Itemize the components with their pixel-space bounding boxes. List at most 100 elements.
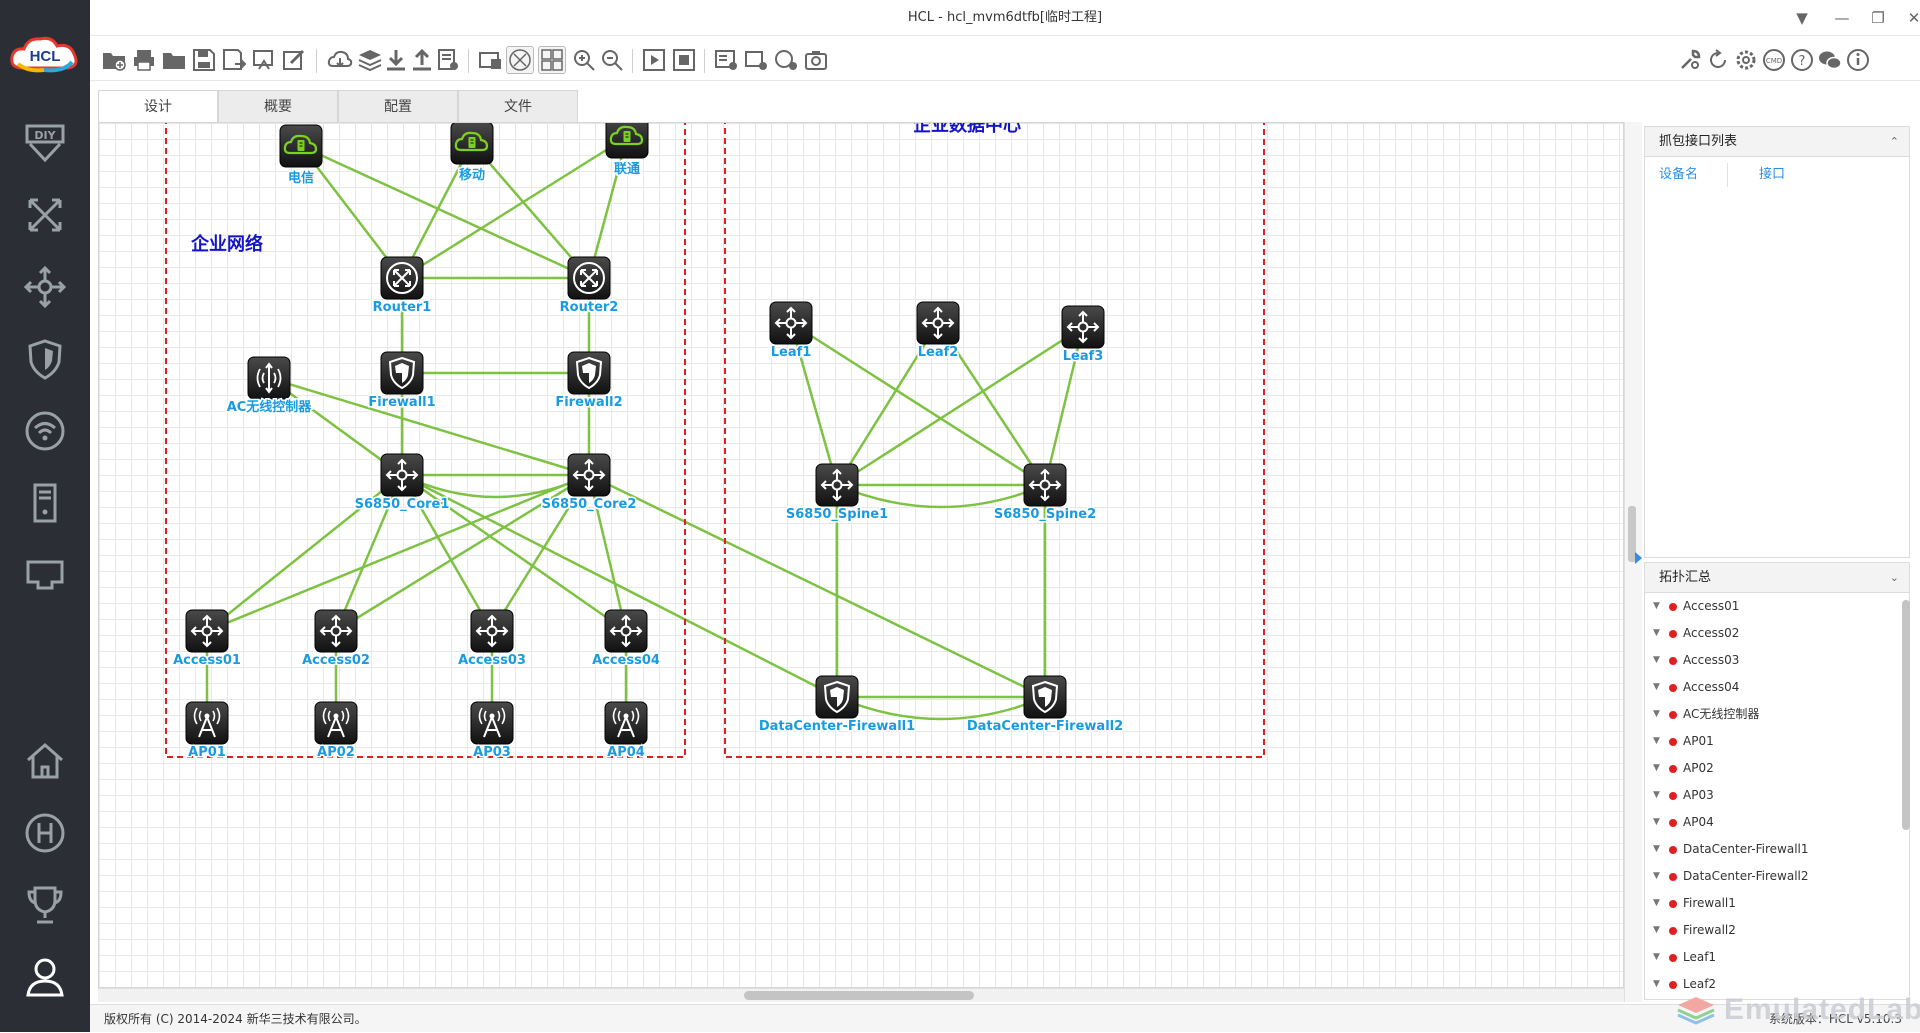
expand-chevron-icon[interactable]: ▼ — [1653, 709, 1660, 719]
settings-button[interactable] — [1732, 46, 1760, 74]
wechat-button[interactable] — [1816, 46, 1844, 74]
link-S6850_Core1-DataCenter-Firewall1[interactable] — [401, 473, 838, 699]
user-account-button[interactable] — [17, 949, 73, 1005]
expand-chevron-icon[interactable]: ▼ — [1653, 817, 1660, 827]
h3c-community-button[interactable] — [17, 805, 73, 861]
firewall-category-button[interactable] — [17, 331, 73, 387]
tools-button[interactable] — [1676, 46, 1704, 74]
summary-item[interactable]: ▼AP02 — [1645, 755, 1909, 782]
expand-chevron-icon[interactable]: ▼ — [1653, 952, 1660, 962]
stop-all-button[interactable] — [670, 46, 698, 74]
col-device-name[interactable]: 设备名 — [1659, 167, 1699, 182]
device-s6850-spine1[interactable]: S6850_Spine1 — [784, 463, 890, 524]
switch-category-button[interactable] — [17, 259, 73, 315]
minimize-button[interactable]: — — [1830, 6, 1854, 30]
expand-chevron-icon[interactable]: ▼ — [1653, 844, 1660, 854]
edit-button[interactable] — [280, 46, 308, 74]
link-S6850_Spine1-S6850_Spine2-curve[interactable] — [836, 483, 1046, 509]
canvas-horizontal-scrollbar[interactable] — [98, 988, 1624, 1002]
cloud-import-button[interactable] — [326, 46, 354, 74]
device-datacenter-firewall1[interactable]: DataCenter-Firewall1 — [757, 675, 917, 736]
summary-item[interactable]: ▼Firewall2 — [1645, 917, 1909, 944]
region-label-1[interactable]: 企业网络 — [190, 233, 263, 255]
info-button[interactable] — [1844, 46, 1872, 74]
link-Leaf3-S6850_Spine2[interactable] — [1043, 326, 1085, 486]
topology-view-button[interactable] — [506, 46, 534, 74]
add-rectangle-button[interactable] — [742, 46, 770, 74]
expand-chevron-icon[interactable]: ▼ — [1653, 736, 1660, 746]
add-text-button[interactable] — [712, 46, 740, 74]
zoom-in-button[interactable] — [570, 46, 598, 74]
device-s6850-spine2[interactable]: S6850_Spine2 — [992, 463, 1098, 524]
link-DataCenter-Firewall1-DataCenter-Firewall2-curve[interactable] — [836, 695, 1046, 721]
server-category-button[interactable] — [17, 475, 73, 531]
region-box-1[interactable] — [165, 123, 686, 758]
expand-chevron-icon[interactable]: ▼ — [1653, 898, 1660, 908]
summary-item[interactable]: ▼Access03 — [1645, 647, 1909, 674]
help-button[interactable]: ? — [1788, 46, 1816, 74]
summary-vertical-scrollbar[interactable] — [1902, 600, 1910, 830]
expand-chevron-icon[interactable]: ▼ — [1653, 790, 1660, 800]
device-ap02[interactable]: AP02 — [314, 701, 358, 762]
expand-chevron-icon[interactable]: ▼ — [1653, 682, 1660, 692]
expand-chevron-icon[interactable]: ▼ — [1653, 763, 1660, 773]
achievement-button[interactable] — [17, 877, 73, 933]
summary-item[interactable]: ▼AP03 — [1645, 782, 1909, 809]
device-leaf2[interactable]: Leaf2 — [916, 301, 960, 362]
device-ap04[interactable]: AP04 — [604, 701, 648, 762]
splitter-grip[interactable] — [1628, 506, 1636, 562]
summary-item[interactable]: ▼AP04 — [1645, 809, 1909, 836]
terminal-category-button[interactable] — [17, 547, 73, 603]
summary-item[interactable]: ▼AP01 — [1645, 728, 1909, 755]
save-as-button[interactable] — [220, 46, 248, 74]
link-联通-Router1[interactable] — [401, 135, 628, 280]
device--[interactable]: 电信 — [279, 124, 323, 188]
expand-chevron-icon[interactable]: ▼ — [1653, 979, 1660, 989]
export-button[interactable] — [250, 46, 278, 74]
expand-arrow-icon[interactable] — [1635, 552, 1642, 564]
device--[interactable]: 联通 — [605, 123, 649, 179]
device-ap01[interactable]: AP01 — [185, 701, 229, 762]
col-interface[interactable]: 接口 — [1759, 167, 1786, 182]
home-button[interactable] — [17, 733, 73, 789]
summary-item[interactable]: ▼AC无线控制器 — [1645, 701, 1909, 728]
device-s6850-core2[interactable]: S6850_Core2 — [540, 453, 638, 514]
device-access01[interactable]: Access01 — [172, 609, 242, 670]
summary-item[interactable]: ▼Access01 — [1645, 593, 1909, 620]
layers-button[interactable] — [356, 46, 384, 74]
device-leaf1[interactable]: Leaf1 — [769, 301, 813, 362]
summary-item[interactable]: ▼DataCenter-Firewall2 — [1645, 863, 1909, 890]
link-S6850_Core2-Access02[interactable] — [335, 473, 590, 633]
restore-button[interactable]: ❐ — [1866, 6, 1890, 30]
link-S6850_Core2-Access03[interactable] — [490, 474, 591, 632]
diy-device-button[interactable]: DIY — [17, 115, 73, 171]
summary-item[interactable]: ▼Leaf2 — [1645, 971, 1909, 998]
summary-item[interactable]: ▼Firewall1 — [1645, 890, 1909, 917]
link-Leaf3-S6850_Spine1[interactable] — [836, 325, 1084, 487]
link-S6850_Core1-Access01[interactable] — [206, 474, 403, 632]
link-S6850_Core1-Access02[interactable] — [334, 474, 404, 632]
link-AC无线控制器-S6850_Core1[interactable] — [268, 376, 403, 477]
close-button[interactable]: ✕ — [1902, 6, 1920, 30]
tab-files[interactable]: 文件 — [458, 90, 578, 122]
device-router2[interactable]: Router2 — [558, 256, 620, 317]
link-移动-Router2[interactable] — [471, 142, 590, 279]
device-firewall2[interactable]: Firewall2 — [554, 351, 624, 412]
device--[interactable]: 移动 — [450, 123, 494, 185]
download-button[interactable] — [382, 46, 410, 74]
link-S6850_Core2-DataCenter-Firewall2[interactable] — [588, 473, 1046, 699]
link-S6850_Core1-Access03[interactable] — [400, 474, 494, 632]
collapse-icon[interactable]: ⌃ — [1889, 135, 1899, 148]
link-联通-Router2[interactable] — [587, 136, 629, 279]
link-S6850_Core2-Access01[interactable] — [206, 473, 590, 633]
link-S6850_Core2-Access04[interactable] — [587, 474, 628, 632]
panel-splitter[interactable] — [1624, 122, 1642, 1002]
open-project-button[interactable] — [130, 46, 158, 74]
link-S6850_Core1-Access04[interactable] — [401, 473, 627, 633]
config-file-button[interactable] — [434, 46, 462, 74]
wireless-category-button[interactable] — [17, 403, 73, 459]
menu-dropdown-button[interactable]: ▼ — [1790, 6, 1814, 30]
screenshot-button[interactable] — [802, 46, 830, 74]
link-AC无线控制器-S6850_Core2[interactable] — [268, 376, 590, 477]
